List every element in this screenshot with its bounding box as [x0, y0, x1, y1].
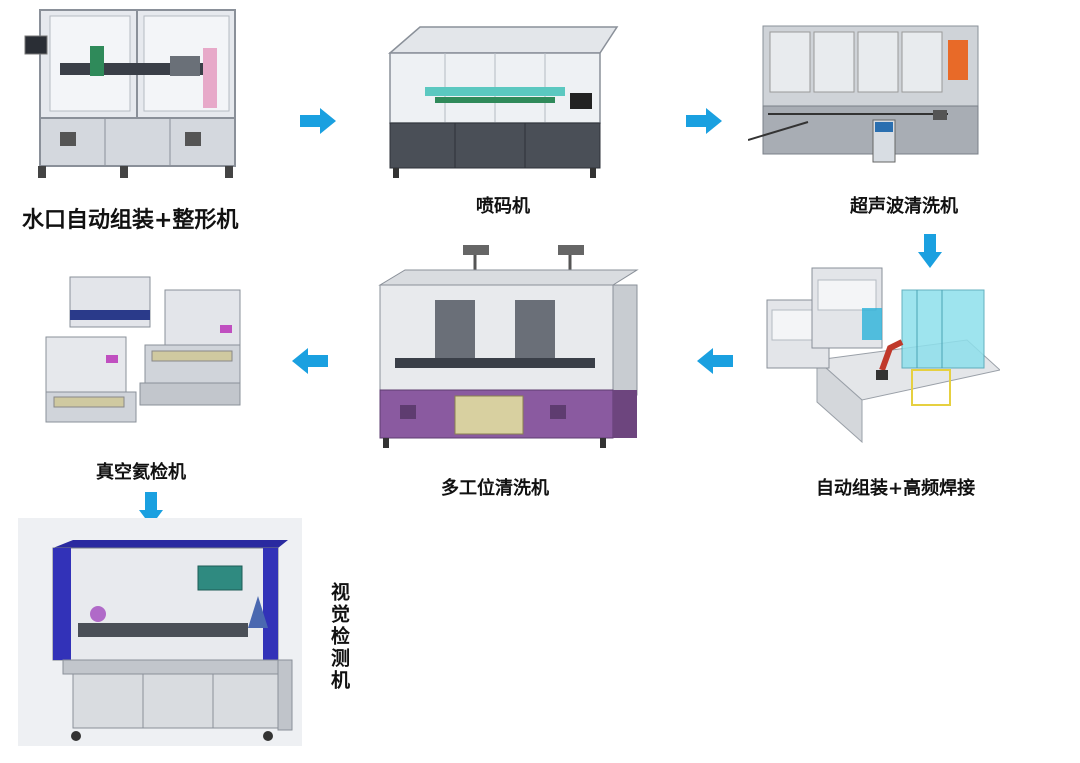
arrow-right-icon: [686, 108, 722, 134]
vacuum-helium-leak-tester-icon: [40, 265, 250, 435]
step-label-assembly-shaping: 水口自动组装+整形机: [22, 208, 239, 233]
arrow-right-icon: [300, 108, 336, 134]
step-label-vision: 视觉检测机: [328, 582, 350, 692]
vision-inspection-machine-icon: [18, 518, 302, 746]
ultrasonic-cleaning-machine-icon: [748, 22, 983, 182]
assembly-shaping-machine-icon: [20, 8, 242, 184]
step-label-multi-station: 多工位清洗机: [441, 478, 549, 499]
multi-station-cleaning-machine-icon: [375, 240, 655, 455]
arrow-left-icon: [697, 348, 733, 374]
arrow-down-icon: [918, 234, 942, 268]
arrow-left-icon: [292, 348, 328, 374]
step-label-helium: 真空氦检机: [96, 462, 186, 483]
robotic-welding-cell-icon: [762, 262, 1000, 447]
step-label-ultrasonic: 超声波清洗机: [850, 196, 958, 217]
step-label-inkjet: 喷码机: [476, 196, 530, 217]
step-label-welding: 自动组装+高频焊接: [816, 478, 976, 499]
inkjet-coding-machine-icon: [385, 25, 620, 185]
arrow-down-icon: [139, 492, 163, 526]
